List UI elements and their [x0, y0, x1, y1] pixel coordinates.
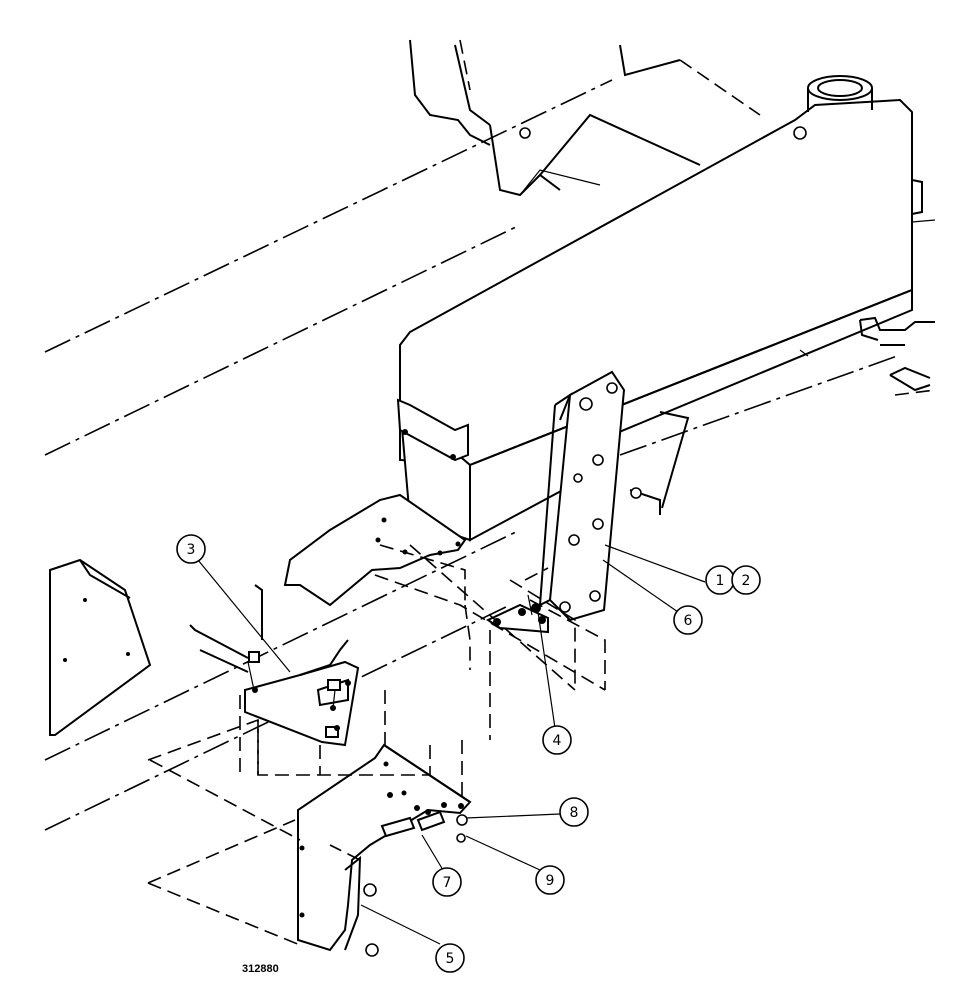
callout-2-label: 2	[742, 573, 751, 589]
callout-4: 4	[542, 725, 572, 755]
callout-7: 7	[432, 867, 462, 897]
callout-4-label: 4	[553, 733, 562, 749]
figure-id-label: 312880	[242, 963, 279, 975]
callout-1-label: 1	[716, 573, 725, 589]
callout-8: 8	[559, 797, 589, 827]
upper-right-cross-member	[619, 44, 761, 116]
callout-5-label: 5	[446, 951, 455, 967]
callout-2: 2	[731, 565, 761, 595]
callout-6: 6	[673, 605, 703, 635]
left-frame-member	[49, 558, 263, 736]
callout-8-label: 8	[570, 805, 579, 821]
callout-3: 3	[176, 534, 206, 564]
callout-7-label: 7	[443, 875, 452, 891]
right-frame-details	[629, 316, 936, 515]
upper-frame-member	[409, 39, 701, 197]
hex-nuts	[363, 814, 468, 957]
callout-9-label: 9	[546, 873, 555, 889]
callout-6-label: 6	[684, 613, 693, 629]
callout-1: 1	[705, 565, 735, 595]
lower-fender-shroud	[297, 743, 472, 952]
mounting-bracket-item-3	[244, 639, 360, 747]
callout-5: 5	[435, 943, 465, 973]
upright-bracket	[538, 370, 626, 622]
fuel-tank	[396, 75, 936, 542]
callout-9: 9	[535, 865, 565, 895]
assembly-guide-lines	[147, 544, 606, 946]
upper-shroud-panel	[283, 493, 467, 607]
callout-leaders	[197, 544, 706, 945]
callout-3-label: 3	[187, 542, 196, 558]
